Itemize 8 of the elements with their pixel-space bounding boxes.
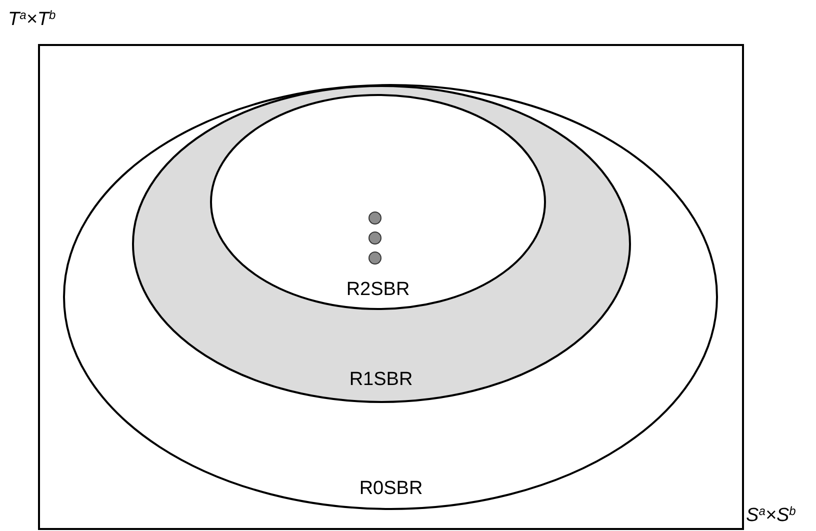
- region-label: R1SBR: [349, 370, 413, 389]
- axis-label: S$^{a}$×S$^{b}$: [746, 505, 796, 525]
- axis-label: T$^{a}$×T$^{b}$: [8, 9, 56, 29]
- region-label: R2SBR: [346, 280, 410, 299]
- region-ellipse: [210, 94, 546, 310]
- region-label: R0SBR: [359, 479, 423, 498]
- region-ellipse: [63, 84, 718, 510]
- region-ellipse: [132, 85, 631, 403]
